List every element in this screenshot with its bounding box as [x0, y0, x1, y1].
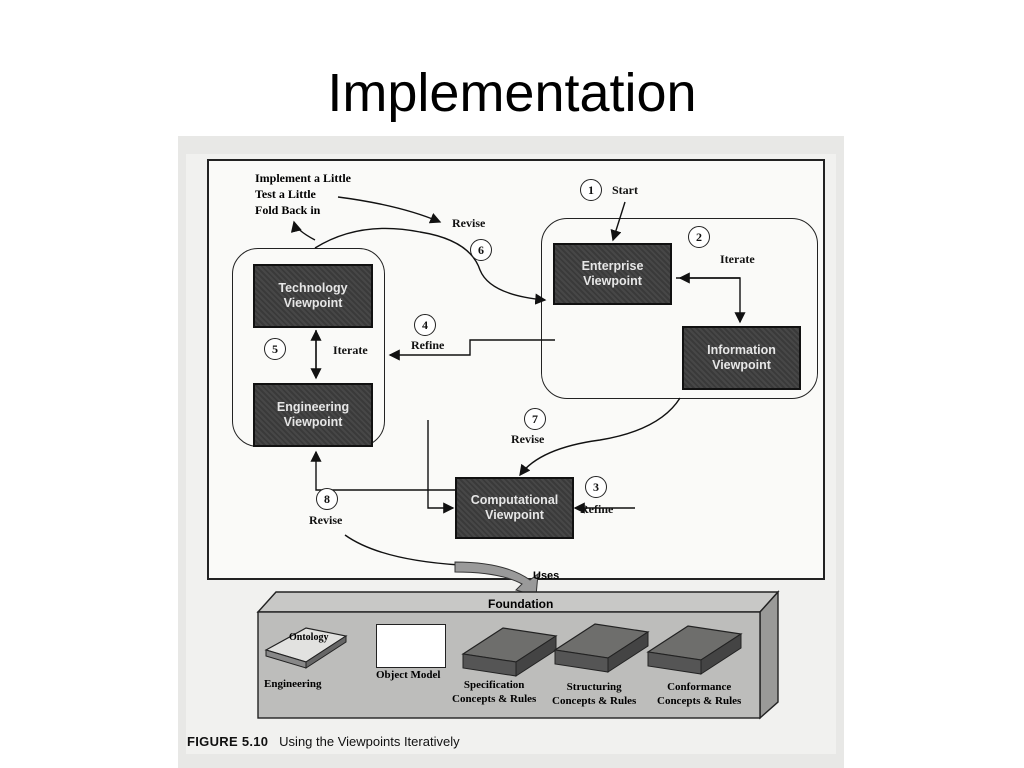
- step-2-marker: 2: [688, 226, 710, 248]
- step-1-label: Start: [612, 183, 638, 197]
- conformance-line-1: Conformance: [667, 681, 732, 693]
- enterprise-viewpoint: Enterprise Viewpoint: [553, 243, 672, 305]
- step-2-label: Iterate: [720, 252, 755, 266]
- object-model-box: [376, 624, 446, 668]
- revise-6-curve: [314, 227, 547, 305]
- implement-note: Implement a Little Test a Little Fold Ba…: [255, 170, 351, 218]
- step-3-marker: 3: [585, 476, 607, 498]
- step-4-marker: 4: [414, 314, 436, 336]
- implement-line: Implement a Little: [255, 171, 351, 185]
- foldback-line: Fold Back in: [255, 203, 321, 217]
- specification-label: Specification Concepts & Rules: [452, 678, 536, 706]
- specification-book: [461, 627, 558, 677]
- engineering-viewpoint: Engineering Viewpoint: [253, 383, 373, 447]
- structuring-book: [553, 623, 650, 673]
- step-3-label: Refine: [580, 502, 614, 516]
- step-6-marker: 6: [470, 239, 492, 261]
- step-8-marker: 8: [316, 488, 338, 510]
- slide-title: Implementation: [327, 63, 697, 123]
- refine-3-line: [427, 420, 455, 514]
- specification-line-2: Concepts & Rules: [452, 693, 537, 705]
- conformance-line-2: Concepts & Rules: [657, 695, 742, 707]
- structuring-line-1: Structuring: [566, 681, 622, 693]
- ontology-label: Ontology: [289, 632, 329, 643]
- step-6-label: Revise: [452, 216, 486, 230]
- step-5-marker: 5: [264, 338, 286, 360]
- fold-back-arrow: [290, 220, 316, 241]
- revise-7-curve: [519, 397, 681, 477]
- foundation-label: Foundation: [488, 597, 554, 611]
- conformance-label: Conformance Concepts & Rules: [657, 680, 741, 708]
- specification-line-1: Specification: [463, 679, 525, 691]
- implement-arrow: [337, 196, 442, 224]
- step-4-label: Refine: [411, 338, 445, 352]
- foundation-slab-side: [759, 590, 779, 720]
- step-7-marker: 7: [524, 408, 546, 430]
- conformance-book: [646, 625, 743, 675]
- uses-label: Uses: [533, 570, 560, 582]
- figure-title: Using the Viewpoints Iteratively: [279, 734, 460, 749]
- step-1-marker: 1: [580, 179, 602, 201]
- figure-caption: FIGURE 5.10 Using the Viewpoints Iterati…: [187, 734, 460, 749]
- structuring-line-2: Concepts & Rules: [552, 695, 637, 707]
- information-viewpoint: Information Viewpoint: [682, 326, 801, 390]
- uses-arrow: [454, 561, 539, 597]
- refine-4-line: [388, 339, 555, 361]
- start-arrow: [610, 201, 626, 242]
- engineering-label: Engineering: [264, 678, 322, 690]
- technology-viewpoint: Technology Viewpoint: [253, 264, 373, 328]
- test-line: Test a Little: [255, 187, 316, 201]
- step-8-label: Revise: [309, 513, 343, 527]
- iterate-2-line: [676, 277, 746, 324]
- object-model-label: Object Model: [376, 669, 441, 681]
- revise-8-line: [310, 450, 455, 491]
- computational-viewpoint: Computational Viewpoint: [455, 477, 574, 539]
- step-7-label: Revise: [511, 432, 545, 446]
- figure-number: FIGURE 5.10: [187, 734, 269, 749]
- step-5-label: Iterate: [333, 343, 368, 357]
- uses-curve: [344, 534, 461, 566]
- structuring-label: Structuring Concepts & Rules: [552, 680, 636, 708]
